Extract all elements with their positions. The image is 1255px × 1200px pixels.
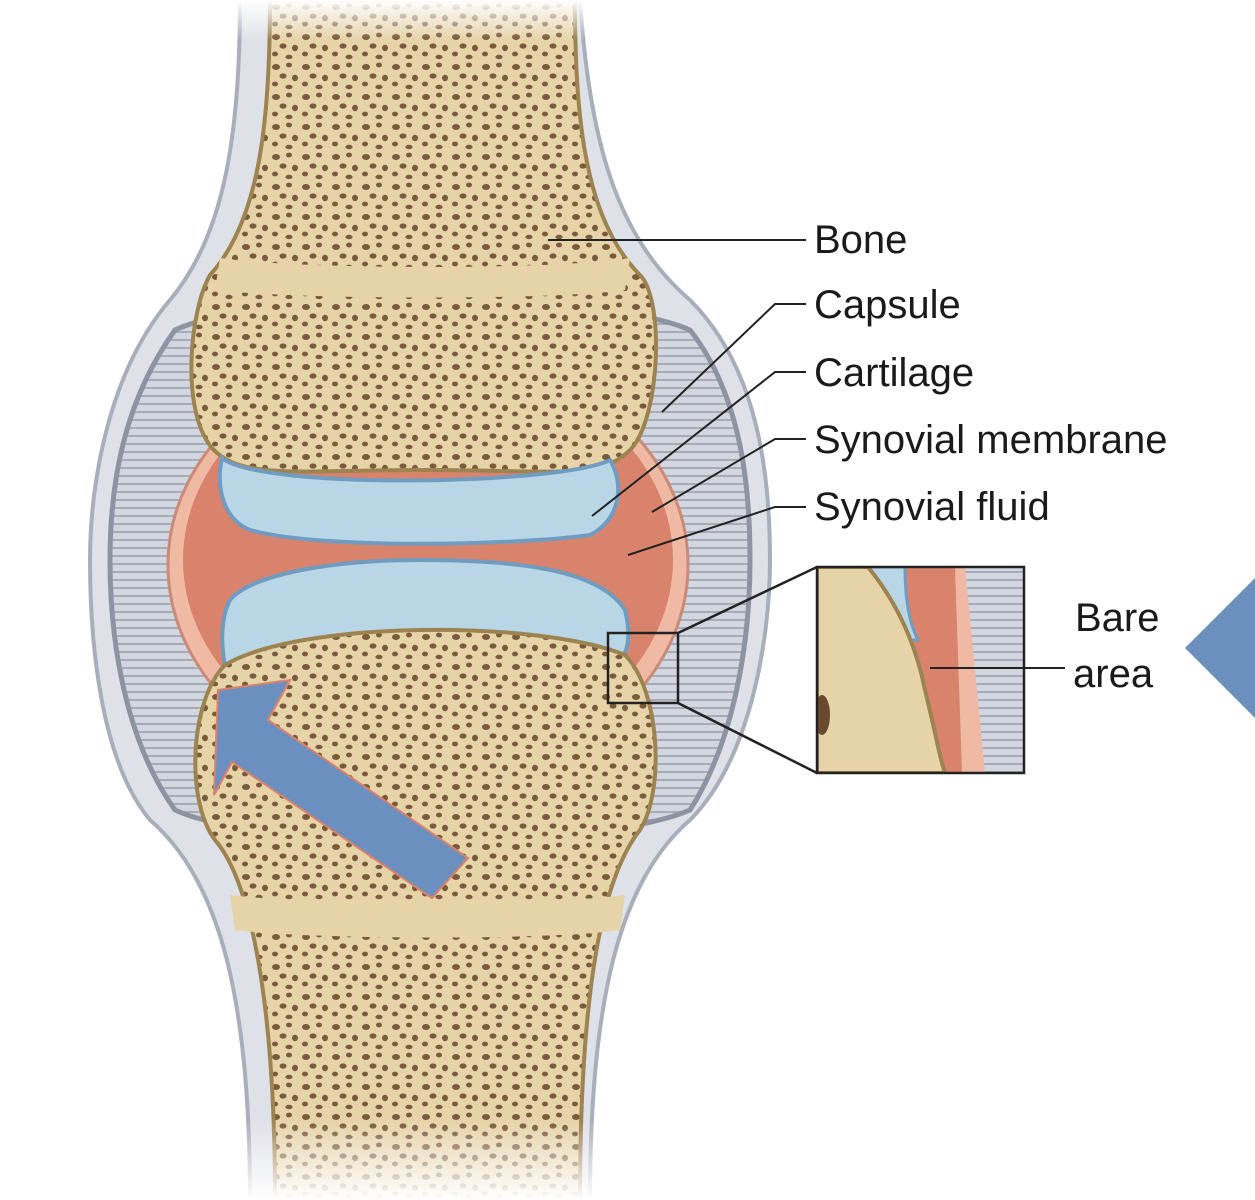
label-synovial-fluid: Synovial fluid bbox=[814, 485, 1050, 529]
label-bare-area-line1: Bare bbox=[1075, 596, 1160, 640]
label-cartilage: Cartilage bbox=[814, 351, 975, 395]
label-synovial-membrane: Synovial membrane bbox=[814, 418, 1168, 462]
label-bone: Bone bbox=[814, 218, 908, 262]
leader-cartilage bbox=[591, 371, 806, 517]
top-fade bbox=[80, 0, 800, 40]
label-capsule: Capsule bbox=[814, 283, 961, 327]
leader-capsule bbox=[661, 303, 806, 413]
leader-synovial-membrane bbox=[651, 438, 806, 513]
upper-bone bbox=[189, 0, 658, 474]
upper-bone-compact-band bbox=[215, 258, 630, 298]
bare-area-inset bbox=[817, 567, 1024, 773]
right-edge-arrowhead bbox=[1185, 578, 1255, 718]
inset-frame bbox=[815, 565, 1026, 775]
magnify-connector-bottom bbox=[677, 701, 818, 775]
label-bare-area-line2: area bbox=[1073, 652, 1154, 696]
lower-bone-compact-band bbox=[230, 895, 625, 938]
leader-synovial-fluid bbox=[627, 506, 806, 556]
magnify-source-box bbox=[606, 631, 680, 705]
pointing-arrow bbox=[213, 678, 470, 900]
bottom-fade bbox=[80, 1120, 800, 1200]
upper-cartilage bbox=[217, 454, 621, 546]
magnify-connector-top bbox=[677, 565, 818, 635]
